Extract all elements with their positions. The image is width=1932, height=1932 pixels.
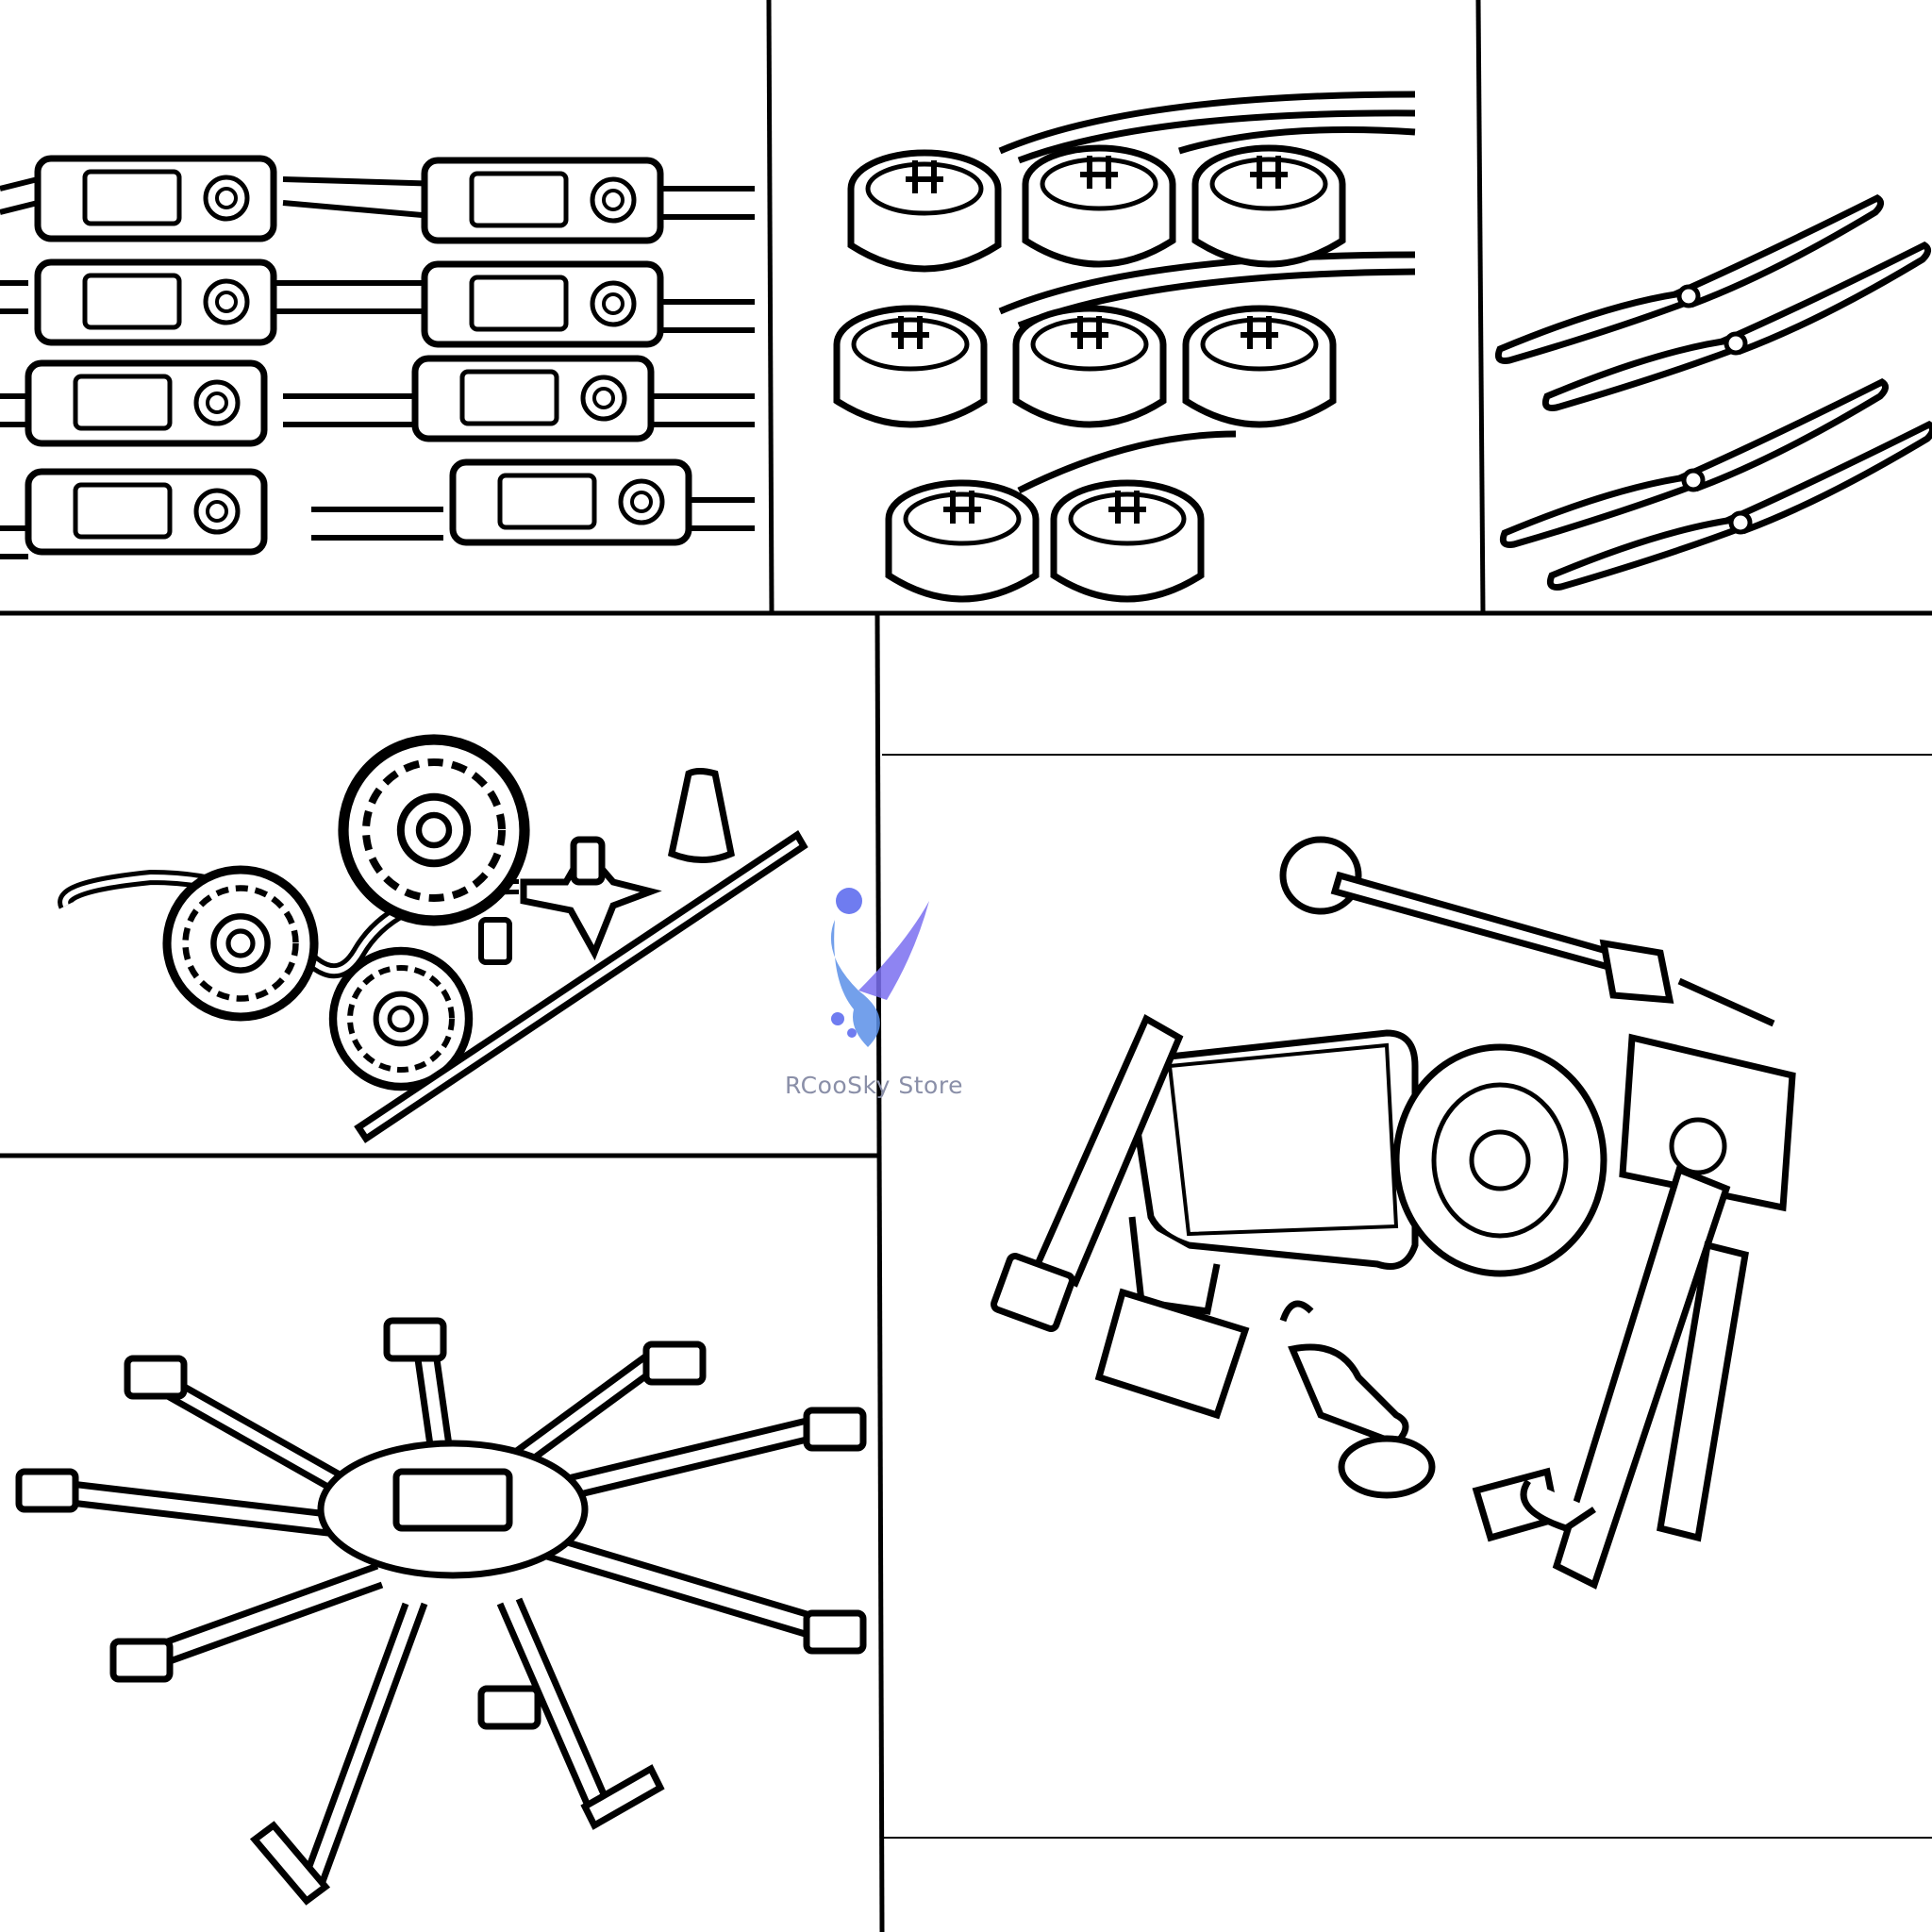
motor-icon bbox=[1016, 308, 1163, 425]
motor-icon bbox=[1025, 148, 1173, 264]
gear-icon bbox=[343, 740, 525, 921]
esc-icon bbox=[425, 160, 660, 241]
panel-flight-controller-kit bbox=[991, 836, 1796, 1590]
frame-arms bbox=[46, 1339, 837, 1889]
esc-wires bbox=[0, 176, 755, 559]
panel-esc-modules bbox=[0, 158, 755, 559]
panel-brushless-motors bbox=[837, 91, 1416, 599]
esc-icon bbox=[38, 158, 274, 239]
watermark-text: RCooSky Store bbox=[785, 1072, 963, 1099]
esc-icon bbox=[425, 264, 660, 344]
esc-icon bbox=[28, 472, 264, 552]
motor-wires bbox=[998, 91, 1416, 494]
rod-icon bbox=[354, 830, 808, 1143]
bullet-connector-icon bbox=[667, 768, 735, 863]
panel-gears-parts bbox=[58, 740, 808, 1143]
rcoosky-logo-icon bbox=[830, 888, 929, 1047]
telemetry-module-icon bbox=[1094, 1288, 1250, 1420]
esc-icon bbox=[38, 262, 274, 342]
motor-icon bbox=[851, 153, 998, 269]
esc-icon bbox=[415, 358, 651, 439]
motor-icon bbox=[1054, 483, 1201, 599]
esc-icon bbox=[28, 363, 264, 443]
cross-mount-icon bbox=[520, 836, 662, 961]
panel-octocopter-frame bbox=[15, 1317, 867, 1906]
standoff-icon bbox=[478, 917, 512, 965]
propeller-icon bbox=[1498, 198, 1880, 361]
motor-icon bbox=[1186, 308, 1333, 425]
motor-icon bbox=[1195, 148, 1342, 264]
panel-propellers bbox=[1498, 198, 1932, 588]
motor-icon bbox=[837, 308, 984, 425]
frame-arm-tips bbox=[15, 1317, 867, 1730]
gear-icon bbox=[167, 870, 314, 1017]
motor-icon bbox=[889, 483, 1036, 599]
esc-icon bbox=[453, 462, 689, 542]
